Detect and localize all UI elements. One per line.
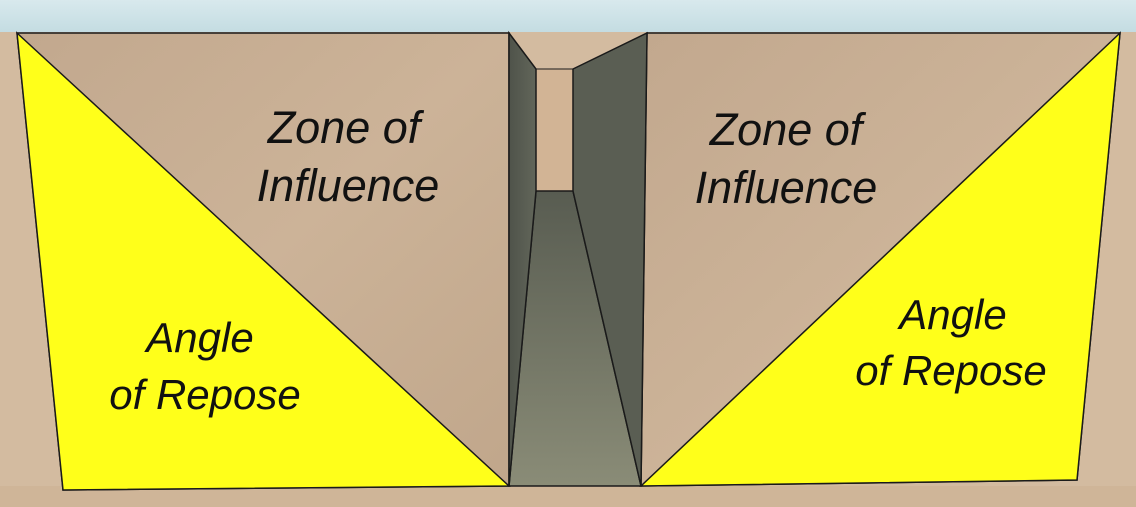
trench-far-end [535, 68, 574, 192]
ground-strip-bottom [0, 486, 1136, 507]
right-angle-of-repose-wedge [639, 31, 1121, 487]
right-zone-label-line2: Influence [695, 162, 878, 213]
right-zone-label-line1: Zone of [709, 104, 867, 155]
left-angle-label-line2: of Repose [109, 371, 300, 418]
left-angle-label-line1: Angle [143, 314, 253, 361]
left-angle-of-repose-wedge [16, 31, 511, 491]
left-zone-label-line2: Influence [257, 160, 440, 211]
left-zone-label-line1: Zone of [267, 102, 425, 153]
trench-left-wall [508, 30, 537, 487]
right-angle-label-line2: of Repose [855, 347, 1046, 394]
right-angle-label-line1: Angle [896, 291, 1006, 338]
